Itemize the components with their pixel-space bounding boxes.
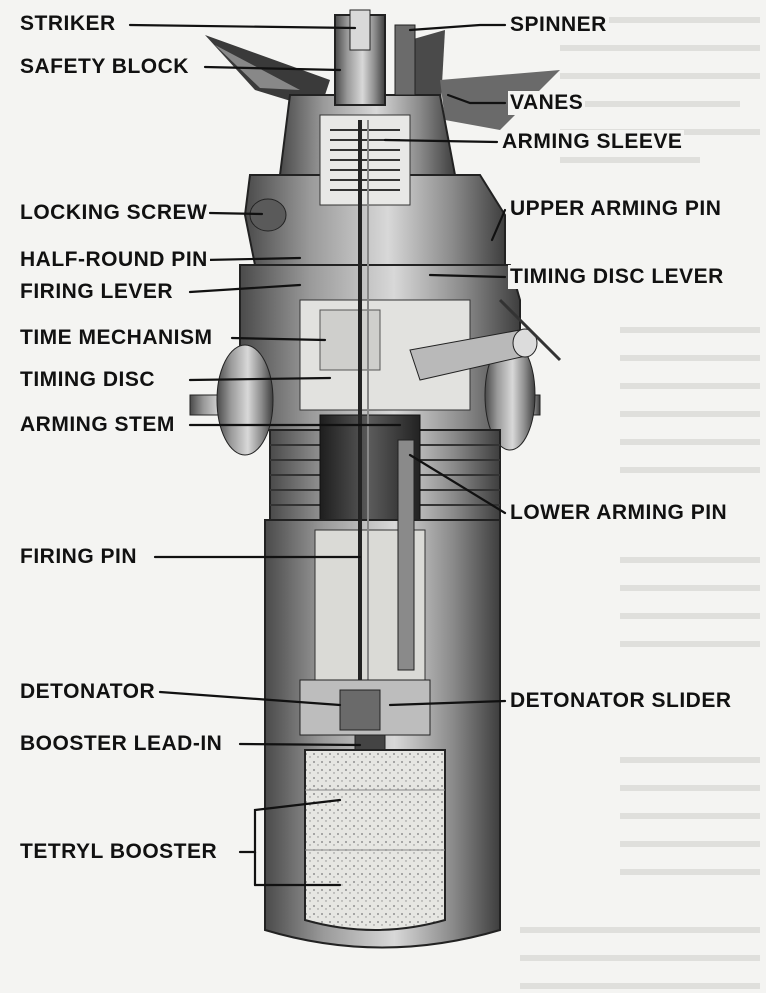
label-safety-block: SAFETY BLOCK: [18, 55, 191, 79]
leader-tetryl-booster: [238, 798, 342, 854]
leader-half-round-pin: [203, 256, 302, 262]
leader-vanes: [446, 93, 507, 105]
label-half-round-pin: HALF-ROUND PIN: [18, 248, 210, 272]
label-upper-arming-pin: UPPER ARMING PIN: [508, 197, 724, 221]
leader-lower-arming-pin: [408, 453, 507, 515]
leader-upper-arming-pin: [490, 208, 507, 242]
leader-arming-sleeve: [383, 138, 499, 144]
label-arming-sleeve: ARMING SLEEVE: [500, 130, 685, 154]
label-arming-stem: ARMING STEM: [18, 413, 177, 437]
leader-safety-block: [203, 65, 342, 72]
label-spinner: SPINNER: [508, 13, 609, 37]
leader-firing-lever: [188, 283, 302, 294]
label-vanes: VANES: [508, 91, 586, 115]
label-tetryl-booster: TETRYL BOOSTER: [18, 840, 220, 864]
leader-striker: [128, 23, 357, 30]
label-detonator-slider: DETONATOR SLIDER: [508, 689, 734, 713]
leader-detonator: [158, 690, 342, 707]
label-timing-disc: TIMING DISC: [18, 368, 157, 392]
leader-spinner: [408, 23, 507, 32]
leader-timing-disc-lever: [428, 273, 507, 279]
label-firing-pin: FIRING PIN: [18, 545, 140, 569]
vanes-graphic: [205, 30, 560, 130]
leader-locking-screw: [208, 211, 264, 216]
label-lower-arming-pin: LOWER ARMING PIN: [508, 501, 730, 525]
label-detonator: DETONATOR: [18, 680, 158, 704]
label-striker: STRIKER: [18, 12, 118, 36]
leader-time-mechanism: [230, 336, 327, 342]
leader-timing-disc: [188, 376, 332, 382]
leader-detonator-slider: [388, 699, 507, 707]
label-booster-lead-in: BOOSTER LEAD-IN: [18, 732, 225, 756]
leader-booster-lead-in: [238, 742, 362, 747]
label-timing-disc-lever: TIMING DISC LEVER: [508, 265, 726, 289]
label-time-mechanism: TIME MECHANISM: [18, 326, 215, 350]
label-firing-lever: FIRING LEVER: [18, 280, 176, 304]
label-locking-screw: LOCKING SCREW: [18, 201, 210, 225]
